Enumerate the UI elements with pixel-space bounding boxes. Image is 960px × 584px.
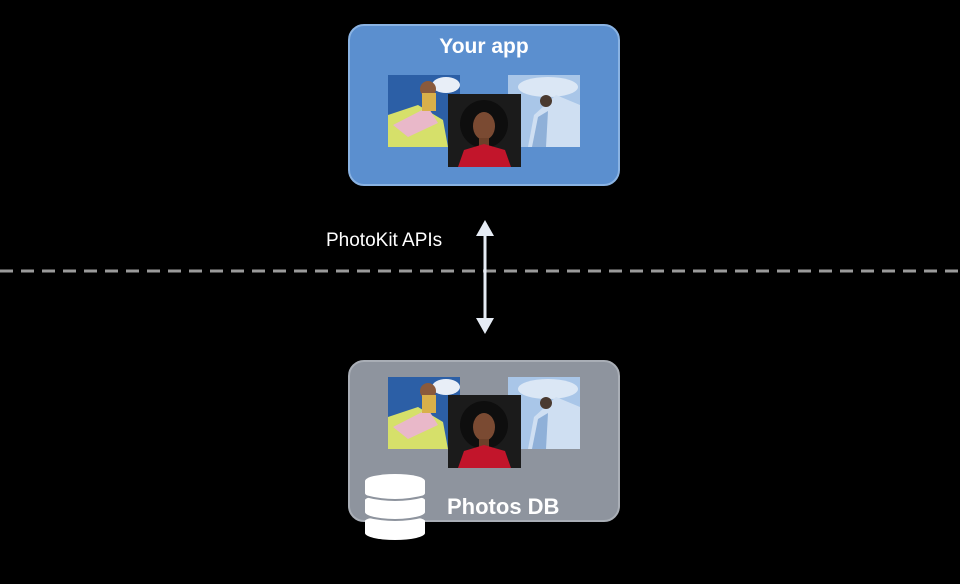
photo-portrait (448, 395, 521, 468)
photokit-apis-label: PhotoKit APIs (326, 230, 443, 251)
app-title: Your app (439, 35, 529, 58)
database-icon (364, 474, 426, 540)
photos-db-label: Photos DB (447, 494, 560, 519)
bidirectional-arrow-icon (476, 220, 494, 334)
photo-portrait (448, 94, 521, 167)
app-box: Your app (348, 24, 620, 186)
boundary-divider (0, 269, 960, 273)
